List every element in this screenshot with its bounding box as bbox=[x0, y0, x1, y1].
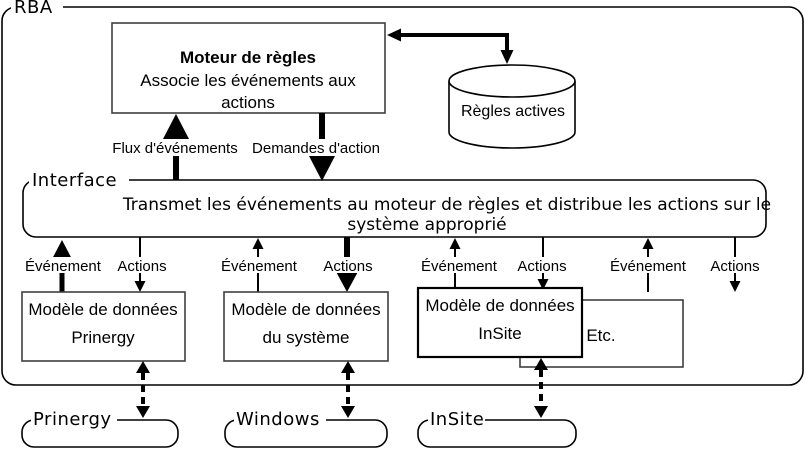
system-insite-label: InSite bbox=[430, 409, 484, 430]
rules-db-cylinder bbox=[448, 64, 576, 149]
channel-3-actions-label-bg bbox=[514, 257, 570, 273]
channel-3-actions-label: Actions bbox=[517, 258, 566, 275]
rule-engine-desc-line2: actions bbox=[221, 93, 275, 112]
system-windows-label: Windows bbox=[236, 409, 320, 430]
system-windows-label-bg bbox=[234, 412, 326, 426]
channel-1-actions-label-bg bbox=[114, 257, 170, 273]
rba-label: RBA bbox=[14, 0, 53, 18]
interface-label: Interface bbox=[32, 170, 117, 191]
data-model-system-line1: Modèle de données bbox=[231, 300, 380, 319]
channel-4-event-label: Événement bbox=[610, 258, 687, 275]
rule-engine-title: Moteur de règles bbox=[180, 48, 316, 67]
rba-label-bg bbox=[11, 0, 63, 15]
action-requests-label: Demandes d'action bbox=[252, 140, 380, 157]
rba-frame bbox=[1, 6, 804, 386]
data-model-box-prinergy bbox=[21, 291, 186, 362]
channel-1-event-arrow bbox=[51, 240, 73, 292]
interface-description-line2: système approprié bbox=[347, 215, 506, 235]
dashed-link-windows bbox=[341, 361, 355, 418]
channel-3-event-label-bg bbox=[417, 257, 501, 273]
data-model-prinergy-line1: Modèle de données bbox=[28, 300, 177, 319]
channel-4-actions-label-bg bbox=[707, 257, 763, 273]
channel-2-event-label: Événement bbox=[221, 258, 298, 275]
dashed-link-insite bbox=[534, 358, 548, 418]
channel-4-event-label-bg bbox=[606, 257, 690, 273]
interface-panel bbox=[22, 179, 767, 238]
channel-1-actions-label: Actions bbox=[117, 258, 166, 275]
action-requests-arrow bbox=[309, 113, 335, 181]
data-model-insite-line1: Modèle de données bbox=[425, 296, 574, 315]
data-model-system-line2: du système bbox=[263, 328, 350, 347]
dashed-link-prinergy bbox=[136, 361, 150, 418]
event-flow-label: Flux d'événements bbox=[112, 140, 237, 157]
rule-engine-desc-line1: Associe les événements aux bbox=[140, 71, 356, 90]
data-model-box-insite bbox=[416, 286, 584, 359]
system-shape-insite bbox=[417, 419, 577, 448]
channel-2-event-label-bg bbox=[217, 257, 301, 273]
channel-4-actions-label: Actions bbox=[710, 258, 759, 275]
channel-2-actions-label: Actions bbox=[323, 258, 372, 275]
rules-db-label: Règles actives bbox=[461, 103, 565, 120]
channel-1-event-label-bg bbox=[21, 257, 105, 273]
channel-2-actions-label-bg bbox=[320, 257, 376, 273]
rule-engine-box bbox=[111, 22, 386, 114]
data-model-insite-line2: InSite bbox=[478, 324, 521, 343]
channel-2-actions-arrow bbox=[334, 237, 360, 292]
system-insite-label-bg bbox=[428, 412, 485, 426]
rules-db-link-arrow bbox=[387, 28, 514, 64]
action-requests-label-bg bbox=[248, 139, 384, 156]
interface-description-line1: Transmet les événements au moteur de règ… bbox=[122, 195, 771, 215]
event-flow-arrow bbox=[163, 114, 189, 180]
event-flow-label-bg bbox=[105, 139, 246, 156]
system-prinergy-label: Prinergy bbox=[33, 409, 112, 430]
channel-3-event-label: Événement bbox=[421, 258, 498, 275]
data-model-box-system bbox=[223, 291, 389, 362]
etc-label: Etc. bbox=[586, 326, 615, 345]
data-model-prinergy-line2: Prinergy bbox=[71, 328, 135, 347]
interface-label-bg bbox=[29, 171, 129, 187]
system-prinergy-label-bg bbox=[31, 412, 117, 426]
channel-1-event-label: Événement bbox=[25, 258, 102, 275]
